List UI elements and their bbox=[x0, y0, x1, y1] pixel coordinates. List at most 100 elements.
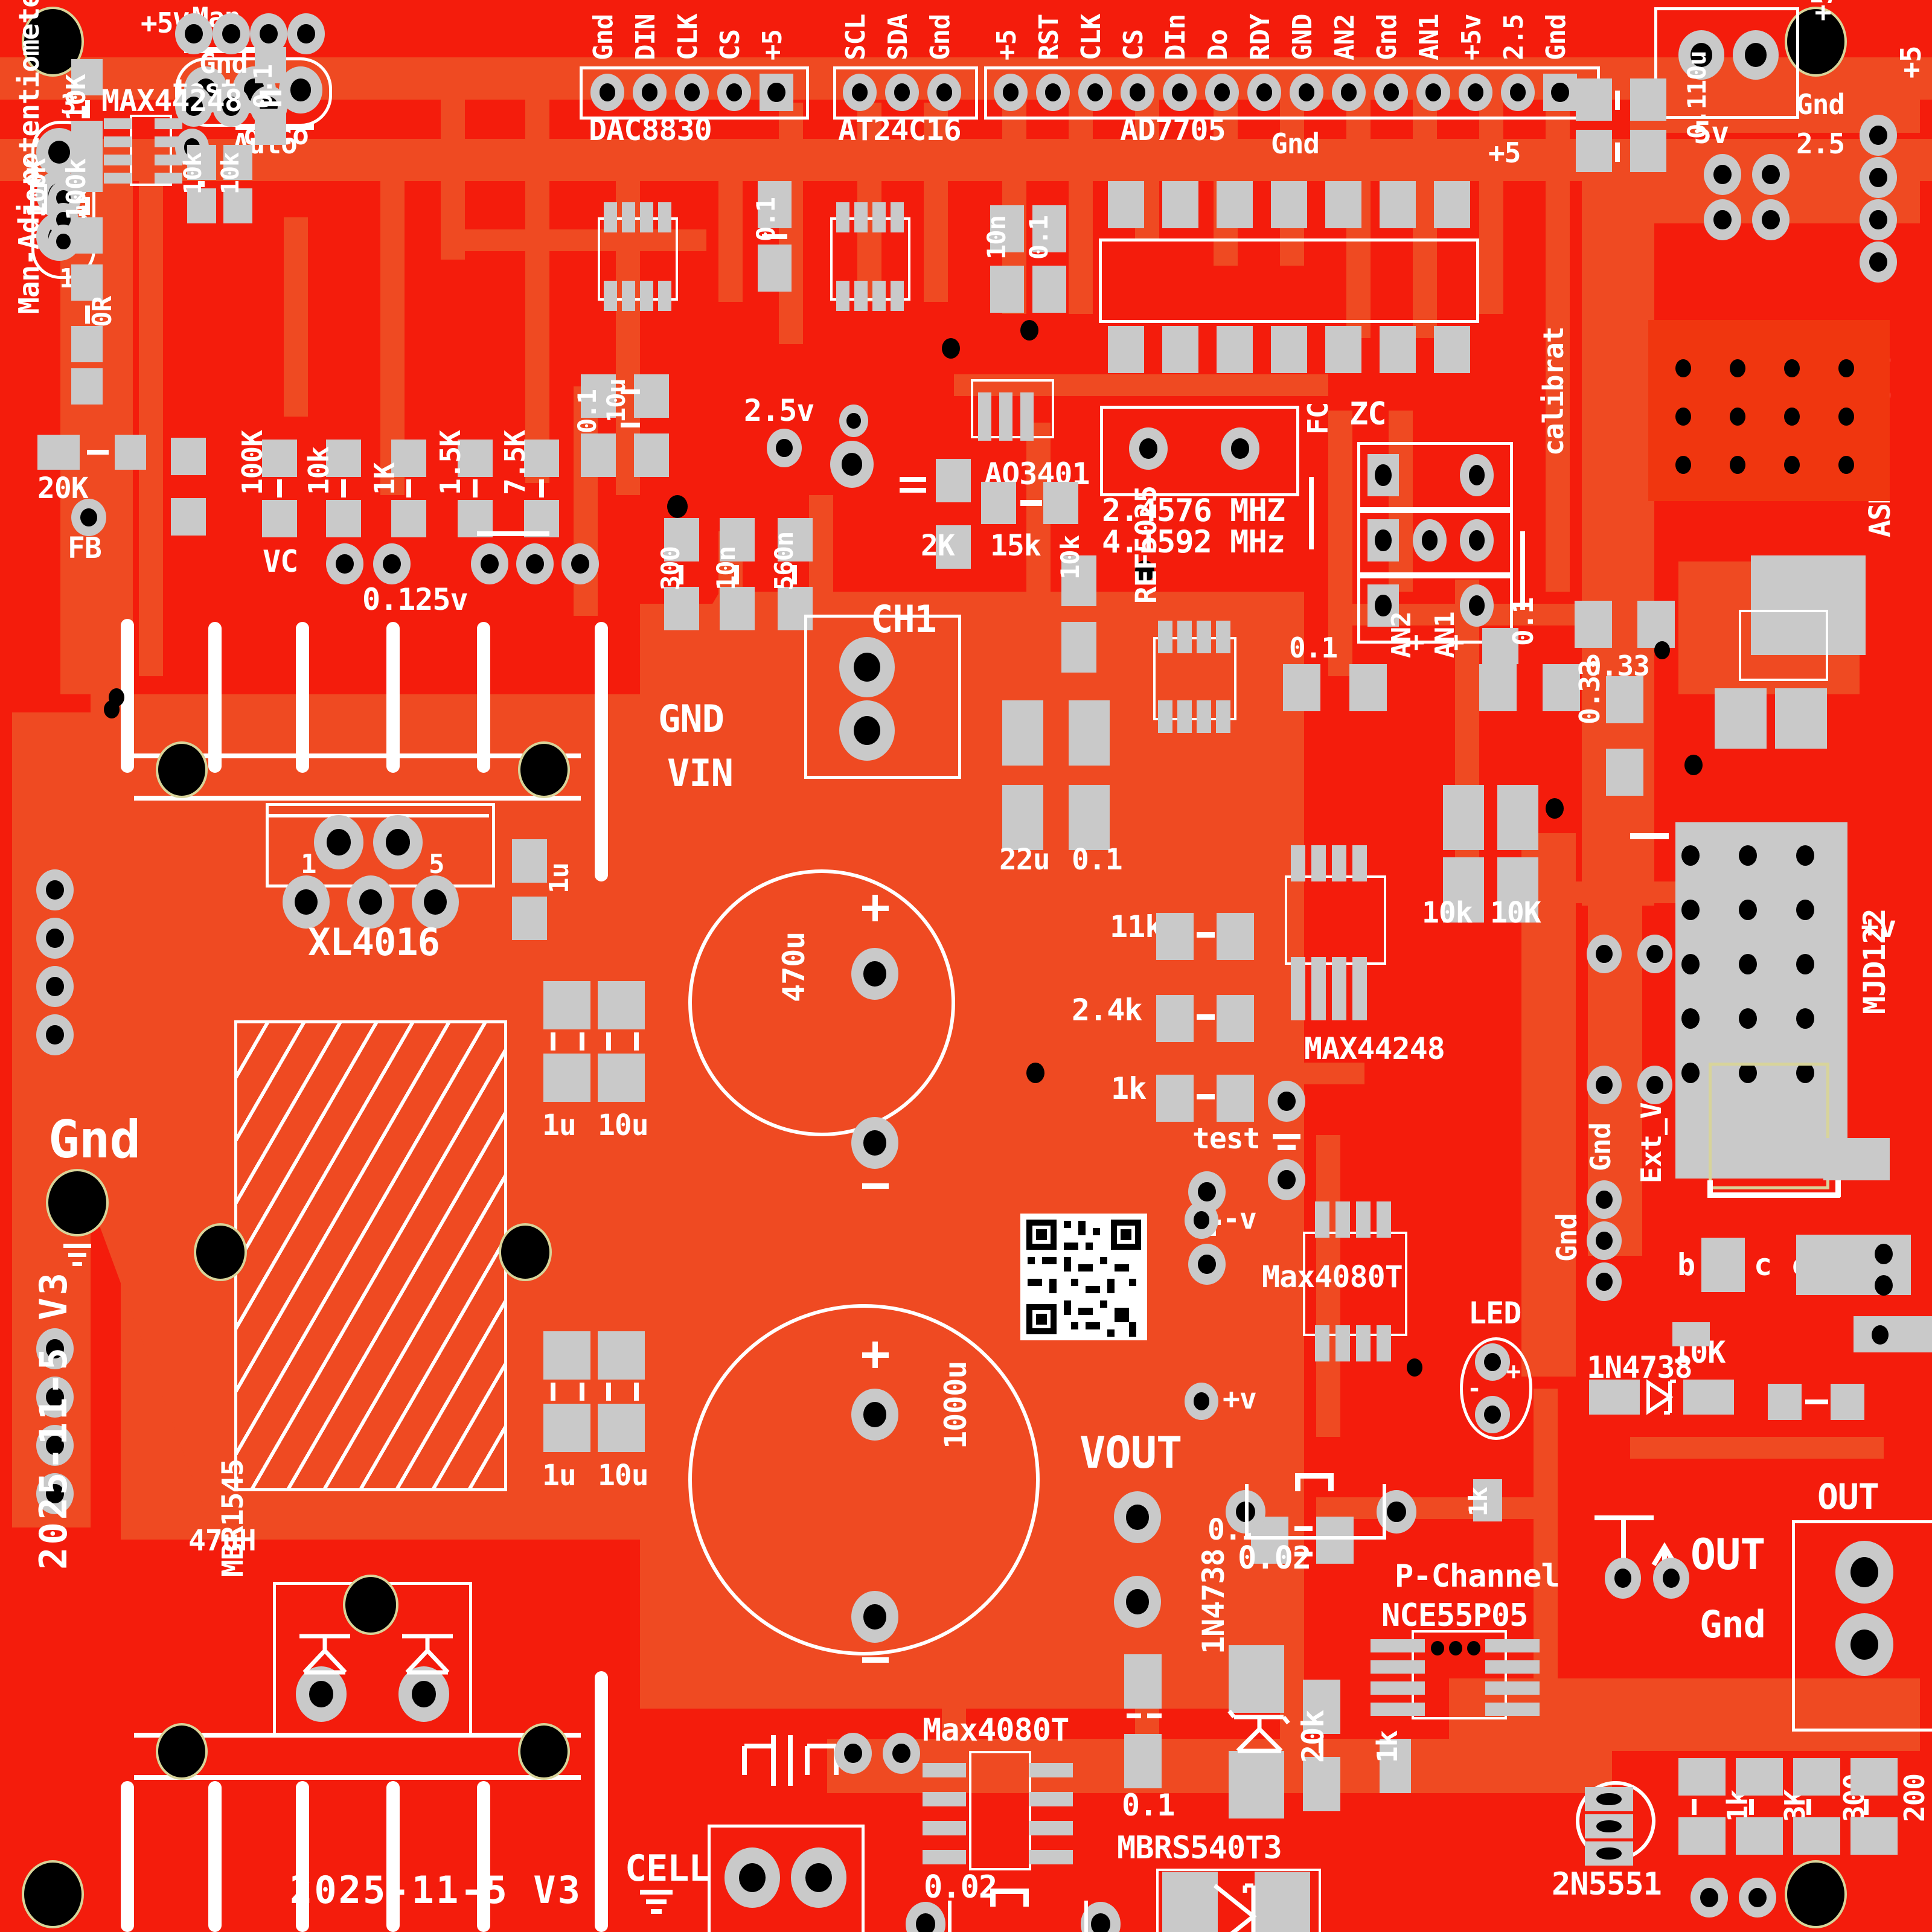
ad7705-pin-cs[interactable] bbox=[1121, 74, 1154, 111]
v25-test-pad[interactable] bbox=[767, 429, 802, 467]
ad7705-pin-5v[interactable] bbox=[994, 74, 1028, 111]
zc-pad-5[interactable] bbox=[1460, 519, 1494, 561]
dac8830-pin-clk[interactable] bbox=[675, 74, 709, 111]
cell-via-pad2[interactable] bbox=[883, 1733, 920, 1774]
dac8830-pin-5v[interactable] bbox=[760, 74, 793, 111]
conn-5v-pin2[interactable] bbox=[1733, 30, 1779, 80]
vc-pad-3[interactable] bbox=[471, 543, 508, 584]
edge-pad[interactable] bbox=[36, 1328, 74, 1369]
v25-pad-right[interactable] bbox=[1704, 199, 1741, 240]
zc-pad-3[interactable] bbox=[1367, 519, 1399, 561]
power-pad[interactable] bbox=[287, 13, 325, 54]
mbr1545-pad-1[interactable] bbox=[296, 1666, 347, 1722]
test-pad-b[interactable] bbox=[1268, 1081, 1305, 1122]
zc-pad-7[interactable] bbox=[1460, 584, 1494, 627]
test-pad-b2[interactable] bbox=[1268, 1159, 1305, 1200]
via-pad[interactable] bbox=[839, 405, 868, 437]
cap-1000u-pad-minus[interactable] bbox=[851, 1591, 898, 1643]
ad7705-pin-rdy[interactable] bbox=[1247, 74, 1281, 111]
gnd-pad-right2[interactable] bbox=[1752, 154, 1790, 195]
dac8830-pin-cs[interactable] bbox=[717, 74, 751, 111]
led-pad-cathode[interactable] bbox=[1475, 1396, 1510, 1433]
inductor-pad-2[interactable] bbox=[501, 1226, 549, 1279]
conn-5v-pin1[interactable] bbox=[1678, 30, 1724, 80]
ad7705-pin-do[interactable] bbox=[1205, 74, 1239, 111]
gnd-pad-f[interactable] bbox=[1587, 1221, 1622, 1260]
fb-pad[interactable] bbox=[71, 499, 106, 536]
vc-pad-1[interactable] bbox=[326, 543, 363, 584]
bottom-pad-b[interactable] bbox=[1739, 1878, 1776, 1918]
led-pad-anode[interactable] bbox=[1475, 1343, 1510, 1381]
ad7705-pin-gnd3[interactable] bbox=[1543, 74, 1577, 111]
vc-pad-2[interactable] bbox=[373, 543, 411, 584]
dac8830-pin-gnd[interactable] bbox=[590, 74, 624, 111]
zc-pad-6[interactable] bbox=[1367, 584, 1399, 627]
v25-pad-right2[interactable] bbox=[1752, 199, 1790, 240]
gnd-big-pad[interactable] bbox=[48, 1171, 106, 1234]
minusv-pad[interactable] bbox=[1185, 1201, 1218, 1239]
plus5-pad-right[interactable] bbox=[1860, 115, 1897, 156]
cell-pad-1[interactable] bbox=[724, 1847, 780, 1908]
zc-pad-2[interactable] bbox=[1460, 454, 1494, 496]
gnd-pad-g[interactable] bbox=[1587, 1262, 1622, 1301]
power-pad[interactable] bbox=[213, 13, 250, 54]
ext-pad-a[interactable] bbox=[1587, 935, 1622, 973]
edge-pad[interactable] bbox=[36, 1473, 74, 1514]
edge-pad[interactable] bbox=[36, 966, 74, 1007]
edge-pad[interactable] bbox=[36, 918, 74, 959]
bottom-pad-a[interactable] bbox=[1690, 1878, 1728, 1918]
2n5551-pad-1[interactable] bbox=[1585, 1787, 1633, 1811]
ext-pad-b[interactable] bbox=[1637, 935, 1672, 973]
ch1-pad-gnd[interactable] bbox=[839, 637, 895, 697]
vc-pad-5[interactable] bbox=[561, 543, 599, 584]
edge-pad[interactable] bbox=[36, 1377, 74, 1418]
power-pad[interactable] bbox=[175, 13, 213, 54]
ad7705-pin-din[interactable] bbox=[1163, 74, 1197, 111]
at24c16-pin-gnd[interactable] bbox=[927, 74, 961, 111]
inductor-pad-1[interactable] bbox=[196, 1226, 245, 1279]
out-pad-b[interactable] bbox=[1653, 1558, 1689, 1599]
edge-pad[interactable] bbox=[36, 1425, 74, 1466]
plus5-pad-right4[interactable] bbox=[1860, 242, 1897, 283]
xl4016-pad-top1[interactable] bbox=[314, 815, 363, 869]
zc-pad-4[interactable] bbox=[1413, 519, 1447, 561]
ad7705-pin-gnd2[interactable] bbox=[1374, 74, 1408, 111]
vout-pad-a[interactable] bbox=[1114, 1491, 1161, 1543]
plusv-pad[interactable] bbox=[1185, 1383, 1218, 1420]
at24c16-pin-sda[interactable] bbox=[885, 74, 919, 111]
out-conn-pad-1[interactable] bbox=[1835, 1541, 1893, 1604]
ad7705-pin-gnd[interactable] bbox=[1290, 74, 1323, 111]
ad7705-pin-an2[interactable] bbox=[1332, 74, 1366, 111]
out-pad-a[interactable] bbox=[1605, 1558, 1641, 1599]
mbr1545-pad-center[interactable] bbox=[345, 1577, 396, 1633]
cell-pad-2[interactable] bbox=[791, 1847, 846, 1908]
ad7705-pin-an1[interactable] bbox=[1416, 74, 1450, 111]
xl4016-pad-3[interactable] bbox=[347, 875, 394, 929]
2n5551-pad-3[interactable] bbox=[1585, 1841, 1633, 1866]
dac8830-pin-din[interactable] bbox=[633, 74, 667, 111]
crystal-pad-2[interactable] bbox=[1221, 427, 1259, 470]
big-via-pad[interactable] bbox=[830, 441, 874, 488]
vc-pad-4[interactable] bbox=[516, 543, 554, 584]
zc-pad-1[interactable] bbox=[1367, 454, 1399, 496]
xl4016-pad-1[interactable] bbox=[283, 875, 330, 929]
gnd-pad[interactable] bbox=[213, 86, 250, 127]
at24c16-pin-scl[interactable] bbox=[843, 74, 877, 111]
edge-pad[interactable] bbox=[36, 869, 74, 910]
shunt2-pad-a[interactable] bbox=[906, 1902, 945, 1932]
xl4016-pad-top2[interactable] bbox=[373, 815, 423, 869]
plus5-pad-right2[interactable] bbox=[1860, 157, 1897, 198]
test-pad-c2[interactable] bbox=[1188, 1244, 1226, 1285]
gnd-pad-right[interactable] bbox=[1704, 154, 1741, 195]
ch1-pad-vin[interactable] bbox=[839, 700, 895, 761]
mbr1545-pad-2[interactable] bbox=[398, 1666, 449, 1722]
crystal-pad-1[interactable] bbox=[1129, 427, 1168, 470]
ad7705-pin-5vb[interactable] bbox=[1459, 74, 1492, 111]
ext-pad-d[interactable] bbox=[1637, 1066, 1672, 1104]
gnd-pad-e[interactable] bbox=[1587, 1180, 1622, 1219]
ext-pad-c[interactable] bbox=[1587, 1066, 1622, 1104]
cap-470u-pad-plus[interactable] bbox=[851, 948, 898, 1000]
2n5551-pad-2[interactable] bbox=[1585, 1814, 1633, 1838]
cap-1000u-pad-plus[interactable] bbox=[851, 1389, 898, 1441]
ad7705-pin-clk[interactable] bbox=[1078, 74, 1112, 111]
